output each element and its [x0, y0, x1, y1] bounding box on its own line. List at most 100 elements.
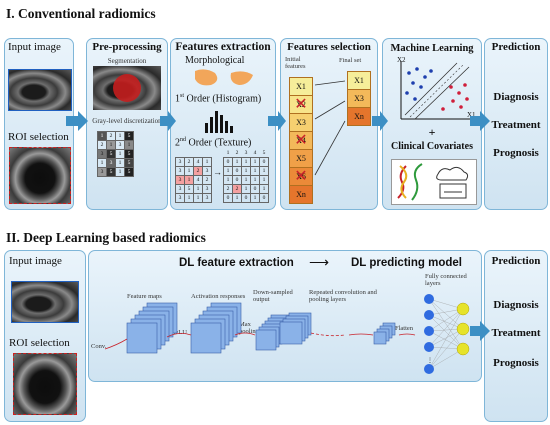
cross-icon: ✕ — [294, 168, 308, 185]
roi-image-2 — [13, 353, 77, 415]
dna-icon — [397, 163, 469, 201]
relu-label: ReLU — [171, 329, 187, 336]
input-ultrasound-image-2 — [11, 281, 79, 323]
neuron-blue — [424, 364, 434, 374]
section1-title: I. Conventional radiomics — [6, 6, 156, 21]
downsampled-label: Down-sampled output — [253, 289, 293, 303]
matrix-cell: 0 — [259, 193, 269, 203]
arrow-icon — [160, 111, 176, 131]
prediction-treatment-1: Treatment — [491, 119, 541, 131]
input-panel-2: Input image ROI selection — [4, 250, 86, 422]
final-feature-cell: X1 — [347, 71, 371, 90]
section2-title: II. Deep Learning based radiomics — [6, 230, 206, 245]
matrix-header-cell: 5 — [262, 150, 266, 156]
second-order-label: 2nd Order (Texture) — [175, 137, 252, 149]
flatten-label: Flatten — [395, 325, 414, 332]
initial-feature-cell: X4✕ — [289, 131, 313, 150]
prediction-title-2: Prediction — [491, 255, 541, 267]
grid-cell: 5 — [124, 167, 134, 177]
matrix-header-cell: 2 — [235, 150, 239, 156]
neuron-blue — [424, 294, 434, 304]
repeated-label: Repeated convolution and pooling layers — [309, 289, 377, 303]
segmentation-image — [93, 66, 161, 110]
neuron-yellow — [456, 302, 470, 316]
cross-icon: ✕ — [294, 132, 308, 149]
preprocessing-panel: Pre-processing Segmentation Gray-level d… — [86, 38, 168, 210]
initial-feature-cell: X6✕ — [289, 167, 313, 186]
selection-arrows-icon — [314, 80, 346, 176]
segmentation-mask — [113, 74, 141, 102]
prediction-treatment-2: Treatment — [491, 327, 541, 339]
x2-axis-label: X2 — [397, 56, 406, 64]
plus-sign: + — [428, 125, 436, 139]
selection-title: Features selection — [287, 41, 371, 53]
arrow-icon — [66, 111, 88, 131]
morphological-label: Morphological — [185, 55, 245, 66]
matrix-header-cell: 4 — [253, 150, 257, 156]
feature-map — [126, 322, 158, 354]
clinical-covariates-label: Clinical Covariates — [391, 141, 473, 152]
input-title-2: Input image — [9, 255, 62, 267]
repeated-map — [279, 321, 303, 345]
final-feature-cell: Xn — [347, 107, 371, 126]
texture-cell: 3 — [202, 193, 212, 203]
arrow-icon — [372, 111, 388, 131]
input-title: Input image — [8, 41, 61, 53]
clinical-icons-box — [391, 159, 477, 205]
roi-image — [9, 147, 71, 204]
dl-arrow-icon: ⟶ — [309, 256, 330, 271]
svg-text:⋮: ⋮ — [427, 358, 433, 364]
neuron-blue — [424, 342, 434, 352]
neuron-yellow — [456, 342, 470, 356]
final-map — [373, 331, 387, 345]
first-order-label: 1st Order (Histogram) — [175, 93, 262, 105]
feature-maps-label: Feature maps — [127, 293, 162, 300]
prediction-diagnosis-2: Diagnosis — [493, 299, 539, 311]
pooled-map — [255, 329, 277, 351]
conv-label: Conv. — [91, 343, 107, 350]
prediction-prognosis-2: Prognosis — [493, 357, 539, 369]
cnn-diagram: ⋮ — [104, 294, 470, 374]
histogram-icon — [205, 111, 233, 133]
x1-axis-label: X1 — [467, 111, 476, 119]
features-title: Features extraction — [175, 41, 271, 53]
morphology-shapes-icon — [195, 69, 253, 86]
selection-panel: Features selection Initial features Fina… — [280, 38, 378, 210]
arrow-icon — [268, 111, 286, 131]
features-panel: Features extraction Morphological 1st Or… — [170, 38, 276, 210]
fully-connected-label: Fully connected layers — [425, 273, 467, 287]
roi-label-2: ROI selection — [9, 337, 70, 349]
matrix-header-cell: 3 — [244, 150, 248, 156]
svm-scatter-plot — [400, 61, 473, 120]
neuron-blue — [424, 310, 434, 320]
arrow-icon — [470, 321, 490, 341]
initial-feature-cell: X2✕ — [289, 95, 313, 114]
neuron-yellow — [456, 322, 470, 336]
matrix-header-cell: 1 — [226, 150, 230, 156]
prediction-diagnosis-1: Diagnosis — [493, 91, 539, 103]
cross-icon: ✕ — [294, 96, 308, 113]
activation-map — [190, 322, 222, 354]
initial-feature-cell: X1 — [289, 77, 313, 96]
texture-arrow-icon: → — [213, 167, 222, 177]
prediction-prognosis-1: Prognosis — [493, 147, 539, 159]
prediction-title-1: Prediction — [491, 41, 541, 53]
initial-feature-cell: Xn — [289, 185, 313, 204]
neuron-blue — [424, 326, 434, 336]
roi-label: ROI selection — [8, 131, 69, 143]
dl-predicting-title: DL predicting model — [351, 257, 462, 269]
final-feature-cell: X3 — [347, 89, 371, 108]
ml-title: Machine Learning — [390, 43, 474, 54]
final-set-label: Final set — [339, 57, 362, 64]
preprocessing-title: Pre-processing — [92, 41, 162, 53]
activation-label: Activation responses — [191, 293, 246, 300]
initial-features-label: Initial features — [285, 56, 306, 70]
dl-panel: DL feature extraction ⟶ DL predicting mo… — [88, 250, 482, 382]
